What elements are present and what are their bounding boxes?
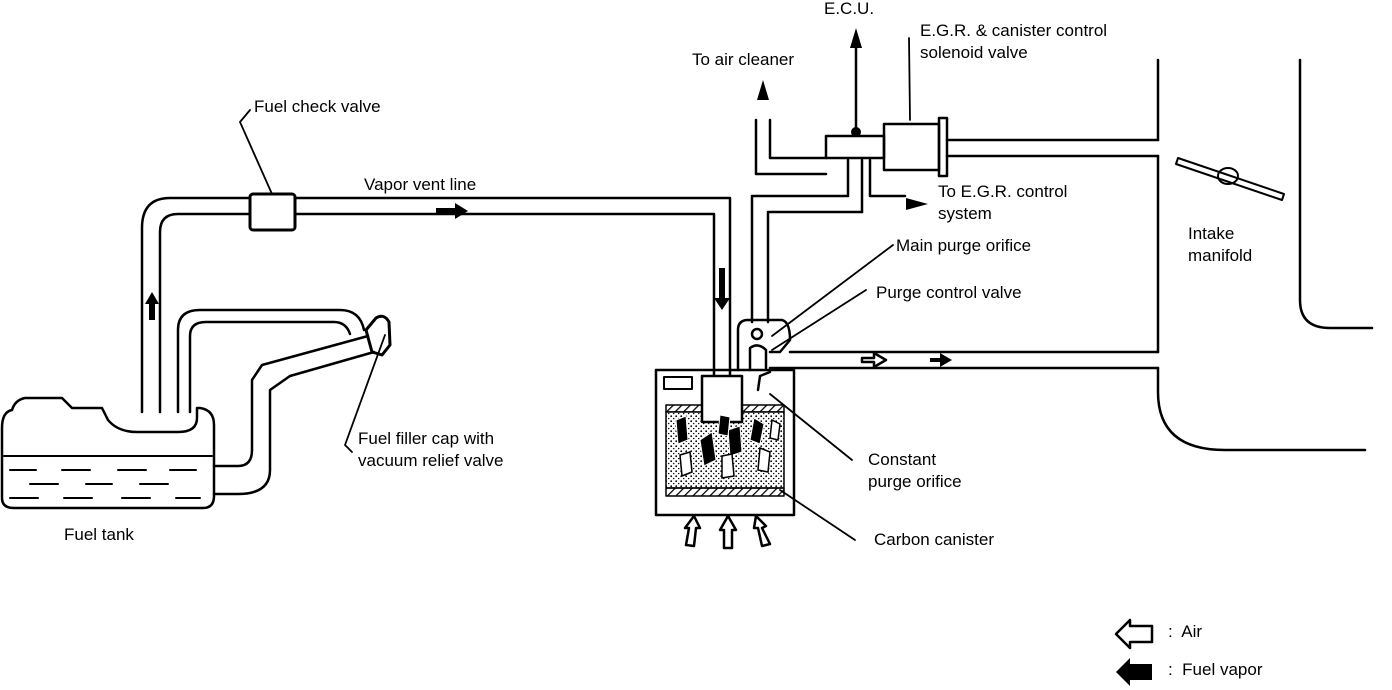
air-arrow-inlet-center <box>718 514 738 550</box>
egr-control-arrow <box>906 198 928 210</box>
air-cleaner-arrow <box>757 80 769 100</box>
legend-fuel-vapor-icon <box>1116 658 1152 686</box>
legend-air-label: : Air <box>1168 622 1203 641</box>
air-arrow-inlet-left <box>683 514 702 548</box>
fuel-check-valve <box>248 192 297 232</box>
vapor-arrow-down <box>714 268 730 310</box>
legend-fuel-vapor-label: : Fuel vapor <box>1168 660 1263 679</box>
fuel-check-valve-label: Fuel check valve <box>254 97 381 116</box>
main-purge-orifice-label: Main purge orifice <box>896 236 1032 255</box>
purge-control-valve-label: Purge control valve <box>876 283 1022 302</box>
vapor-arrow-tank-riser <box>145 292 159 320</box>
carbon-canister <box>654 368 796 517</box>
constant-purge-orifice-label: Constant purge orifice <box>868 450 962 491</box>
vapor-arrow-vent-line <box>436 203 468 219</box>
purge-lines <box>750 158 1160 370</box>
purge-control-valve <box>736 318 792 392</box>
ecu-arrow <box>850 28 862 48</box>
air-arrow-purge <box>860 351 888 369</box>
fuel-filler-neck <box>176 308 376 496</box>
air-particles <box>679 418 781 479</box>
intake-manifold-label: Intake manifold <box>1188 224 1253 265</box>
fuel-tank-label: Fuel tank <box>64 525 134 544</box>
fuel-filler-cap-label: Fuel filler cap with vacuum relief valve <box>358 429 504 470</box>
fuel-level-lines <box>3 455 213 499</box>
ecu-label: E.C.U. <box>824 0 875 18</box>
intake-manifold <box>1156 58 1374 452</box>
fuel-tank <box>0 396 216 510</box>
leader-lines <box>239 37 911 541</box>
air-arrow-inlet-right <box>752 514 772 548</box>
carbon-canister-label: Carbon canister <box>874 530 995 549</box>
fuel-filler-cap <box>364 314 392 357</box>
vapor-arrow-purge <box>930 353 952 367</box>
egr-canister-solenoid-valve <box>754 116 1160 178</box>
solenoid-label: E.G.R. & canister control solenoid valve <box>920 21 1108 62</box>
egr-control-label: To E.G.R. control system <box>938 182 1068 223</box>
ecu-junction-dot <box>851 127 861 137</box>
vapor-vent-line-label: Vapor vent line <box>364 175 477 194</box>
air-cleaner-label: To air cleaner <box>692 50 795 69</box>
vapor-particles <box>675 414 765 467</box>
legend-air-icon <box>1114 618 1154 650</box>
vapor-vent-line <box>140 196 732 414</box>
